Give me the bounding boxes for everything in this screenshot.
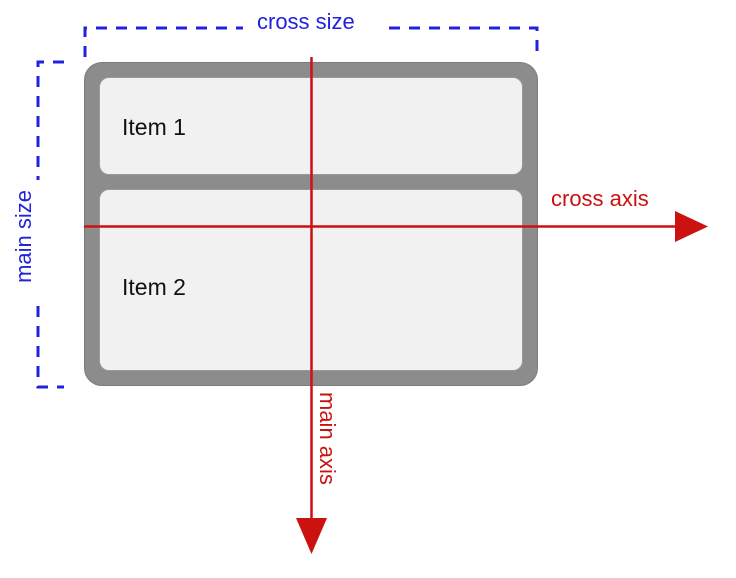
flex-item-2-label: Item 2 <box>122 274 186 300</box>
main-size-bracket <box>36 60 64 389</box>
cross-size-label: cross size <box>257 9 355 34</box>
main-axis-label: main axis <box>315 392 340 485</box>
cross-axis-arrow <box>84 211 708 242</box>
cross-axis-label: cross axis <box>551 186 649 211</box>
flex-item-1-label: Item 1 <box>122 114 186 140</box>
main-axis-arrow <box>296 57 327 554</box>
cross-size-bracket <box>83 26 539 57</box>
main-size-label: main size <box>11 190 36 283</box>
